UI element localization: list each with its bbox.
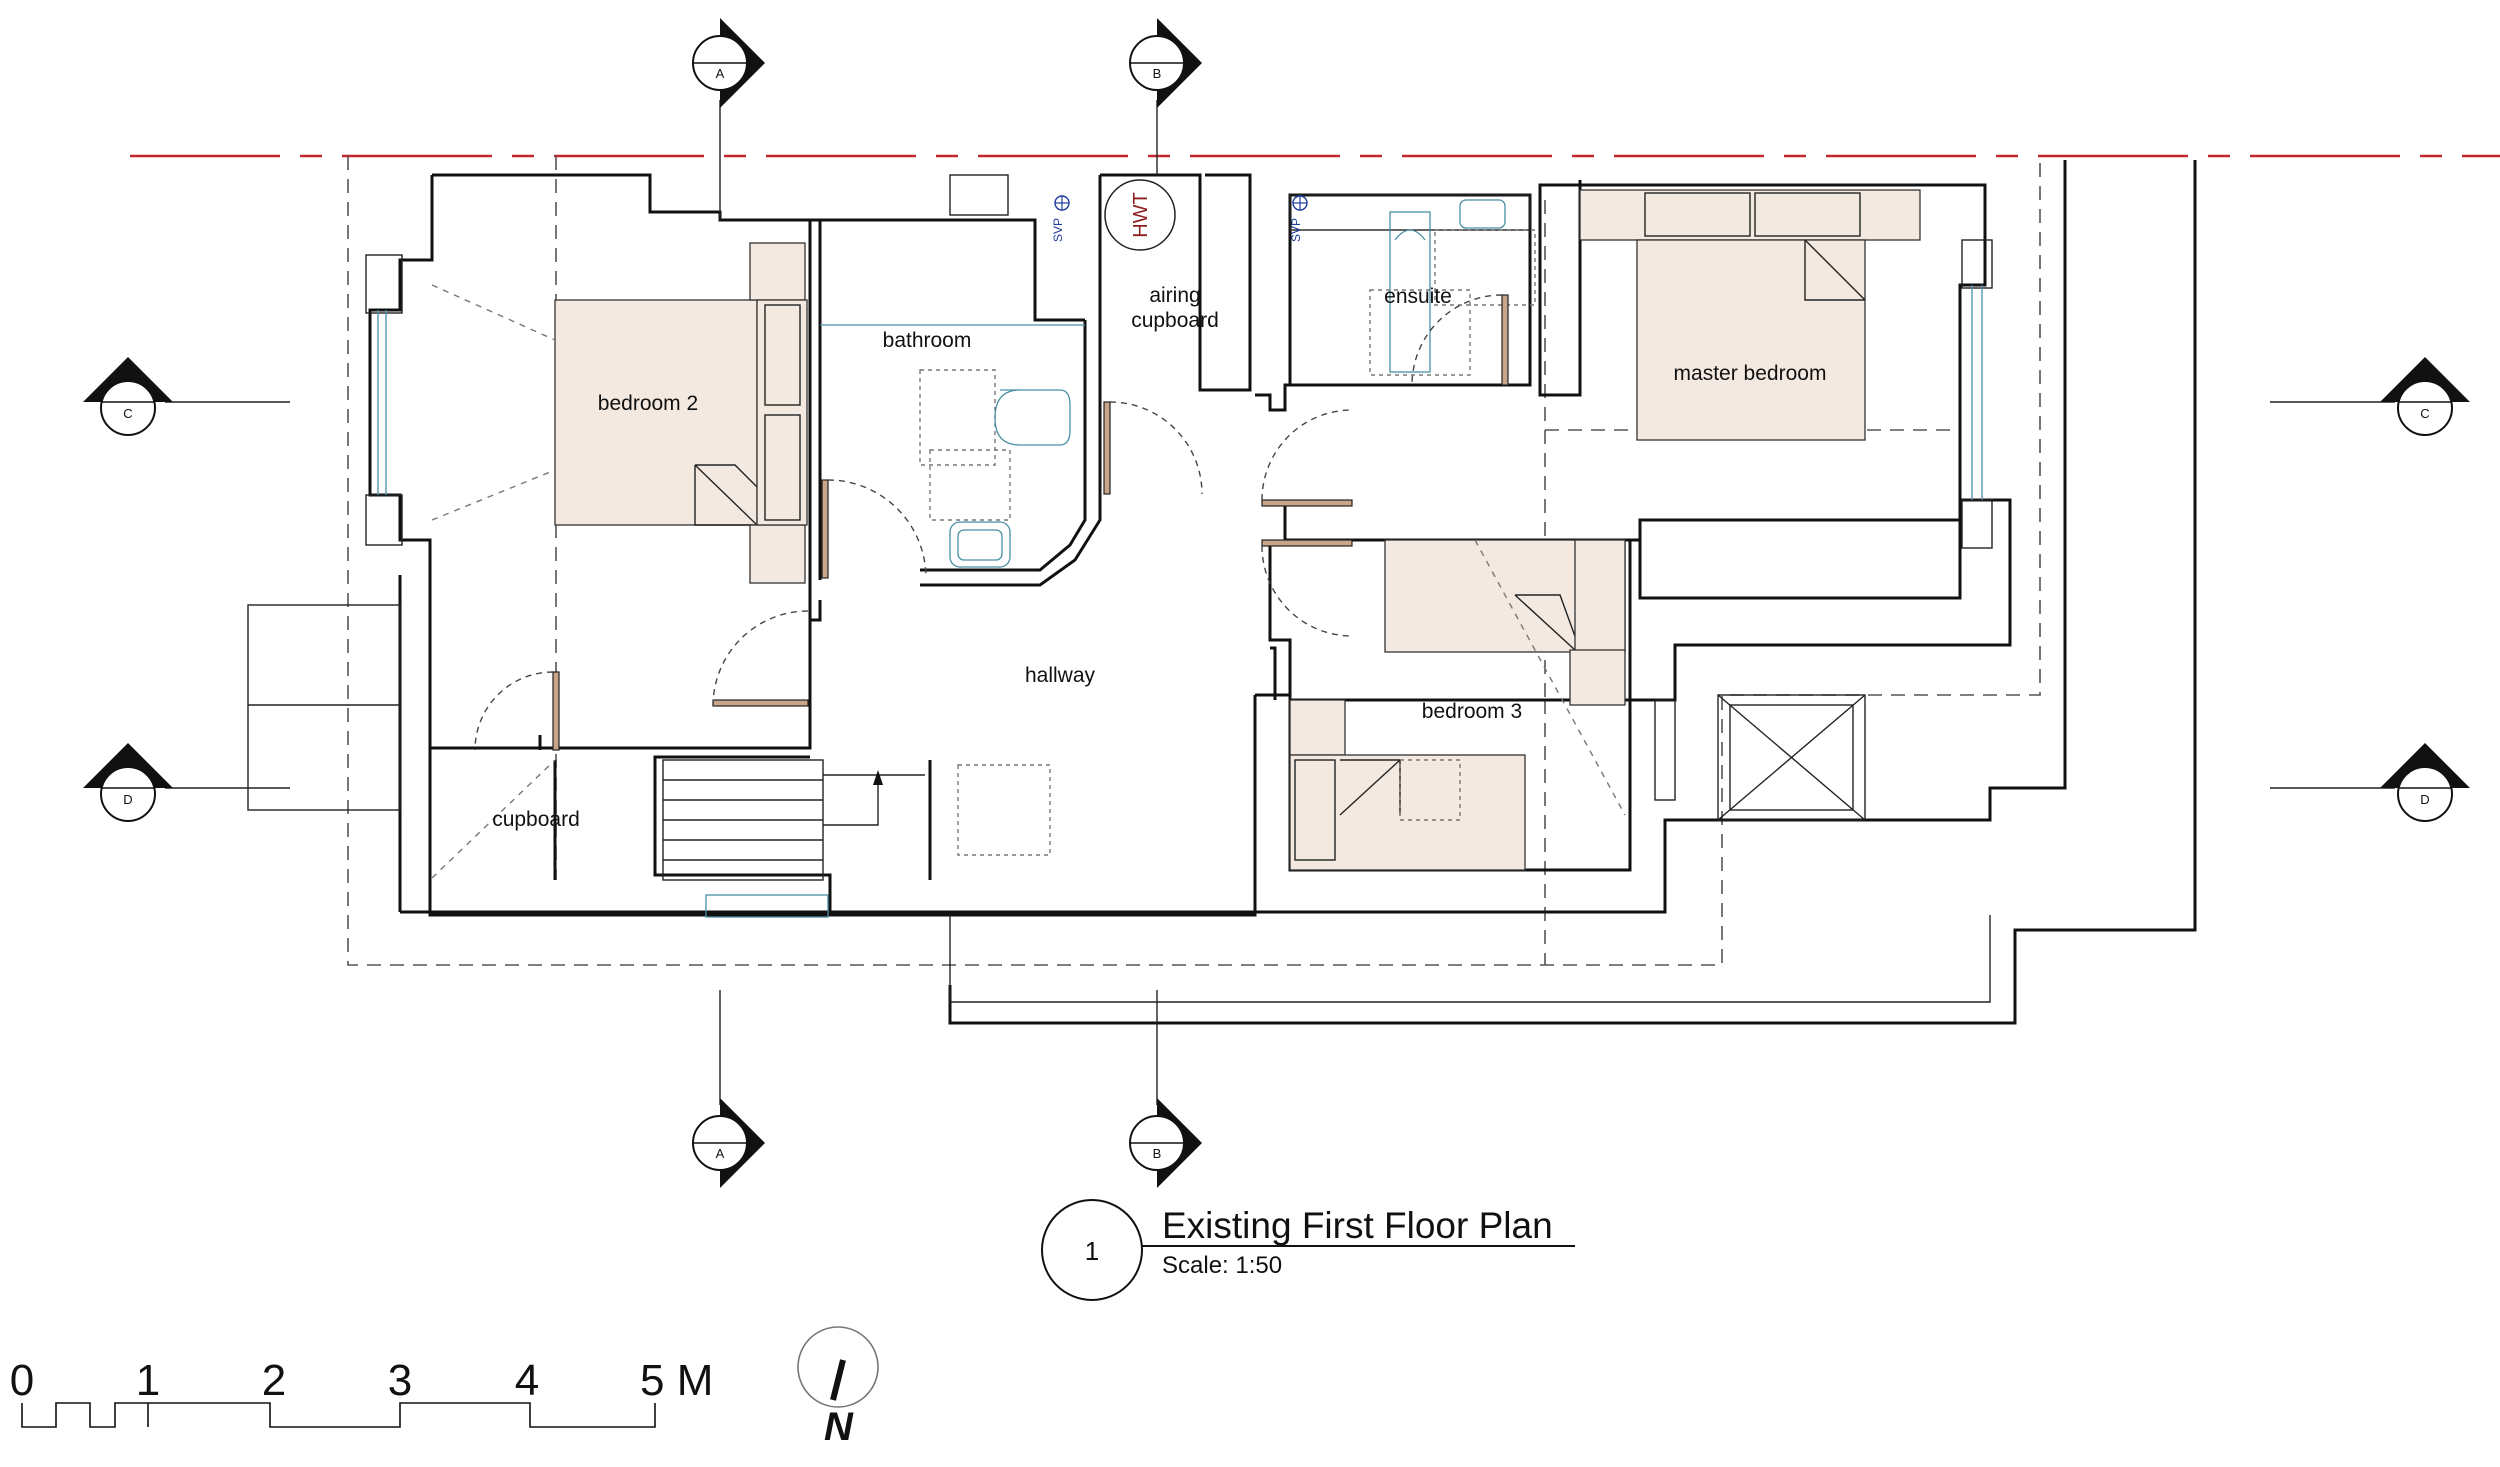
staircase [662, 759, 1051, 918]
doors [474, 294, 1509, 751]
hot-water-tank: HWT [1104, 179, 1176, 251]
chimney [949, 174, 1009, 216]
scale-bar: 0 1 2 3 4 5 M [10, 1356, 713, 1428]
room-label-bathroom: bathroom [883, 329, 972, 352]
bedroom-3-furniture [1289, 539, 1626, 871]
soil-vent-pipe-ensuite: SVP [1289, 195, 1308, 242]
scale-bar-label-2: 2 [262, 1356, 286, 1405]
room-label-master-bedroom: master bedroom [1674, 362, 1827, 385]
section-marker-a-bottom: A [692, 1098, 765, 1188]
bay-window-right [1961, 239, 1993, 549]
scale-bar-label-1: 1 [136, 1356, 160, 1405]
scale-bar-label-4: 4 [515, 1356, 539, 1405]
section-marker-d-left-label: D [123, 792, 132, 807]
drawing-number: 1 [1085, 1236, 1099, 1266]
scale-bar-label-0: 0 [10, 1356, 34, 1405]
section-marker-d-left: D [83, 743, 173, 822]
section-marker-c-right: C [2380, 357, 2470, 436]
svp-label-ensuite: SVP [1289, 218, 1303, 242]
north-arrow: N [797, 1326, 879, 1449]
master-bedroom-furniture [1579, 189, 1921, 441]
room-label-bedroom-3: bedroom 3 [1422, 700, 1522, 723]
roof-light [1654, 694, 1866, 821]
room-labels: bedroom 2 bathroom airing cupboard ensui… [492, 284, 1826, 831]
room-label-ensuite: ensuite [1384, 285, 1452, 308]
drawing-title: Existing First Floor Plan [1162, 1205, 1553, 1246]
section-lines [165, 100, 2395, 1105]
section-marker-a-top-label: A [716, 66, 725, 81]
room-label-hallway: hallway [1025, 664, 1096, 687]
section-marker-b-top: B [1129, 18, 1202, 108]
section-marker-c-left: C [83, 357, 173, 436]
bathroom-fixtures [820, 324, 1085, 568]
external-walls [368, 160, 2197, 1025]
cupboard-detail [247, 284, 556, 879]
scale-bar-label-3: 3 [388, 1356, 412, 1405]
section-marker-d-right-label: D [2420, 792, 2429, 807]
section-marker-b-top-label: B [1153, 66, 1162, 81]
north-label: N [824, 1405, 854, 1449]
bedroom-2-furniture [554, 242, 808, 584]
scale-bar-label-5: 5 M [640, 1356, 713, 1405]
room-label-bedroom-2: bedroom 2 [598, 392, 698, 415]
room-label-airing-1: airing [1149, 284, 1200, 307]
section-marker-b-bottom-label: B [1153, 1146, 1162, 1161]
section-marker-c-right-label: C [2420, 406, 2429, 421]
section-marker-c-left-label: C [123, 406, 132, 421]
section-marker-a-top: A [692, 18, 765, 108]
room-label-airing-2: cupboard [1131, 309, 1219, 332]
svp-label-bathroom: SVP [1051, 218, 1065, 242]
bay-window-left [365, 254, 403, 546]
hwt-label: HWT [1130, 192, 1152, 238]
section-marker-b-bottom: B [1129, 1098, 1202, 1188]
soil-vent-pipe-bathroom: SVP [1051, 195, 1070, 242]
drawing-title-block: 1 Existing First Floor Plan Scale: 1:50 [1041, 1199, 1575, 1301]
section-marker-a-bottom-label: A [716, 1146, 725, 1161]
ensuite-fixtures [1289, 194, 1536, 376]
section-marker-d-right: D [2380, 743, 2470, 822]
room-label-cupboard: cupboard [492, 808, 580, 831]
drawing-scale: Scale: 1:50 [1162, 1252, 1282, 1279]
